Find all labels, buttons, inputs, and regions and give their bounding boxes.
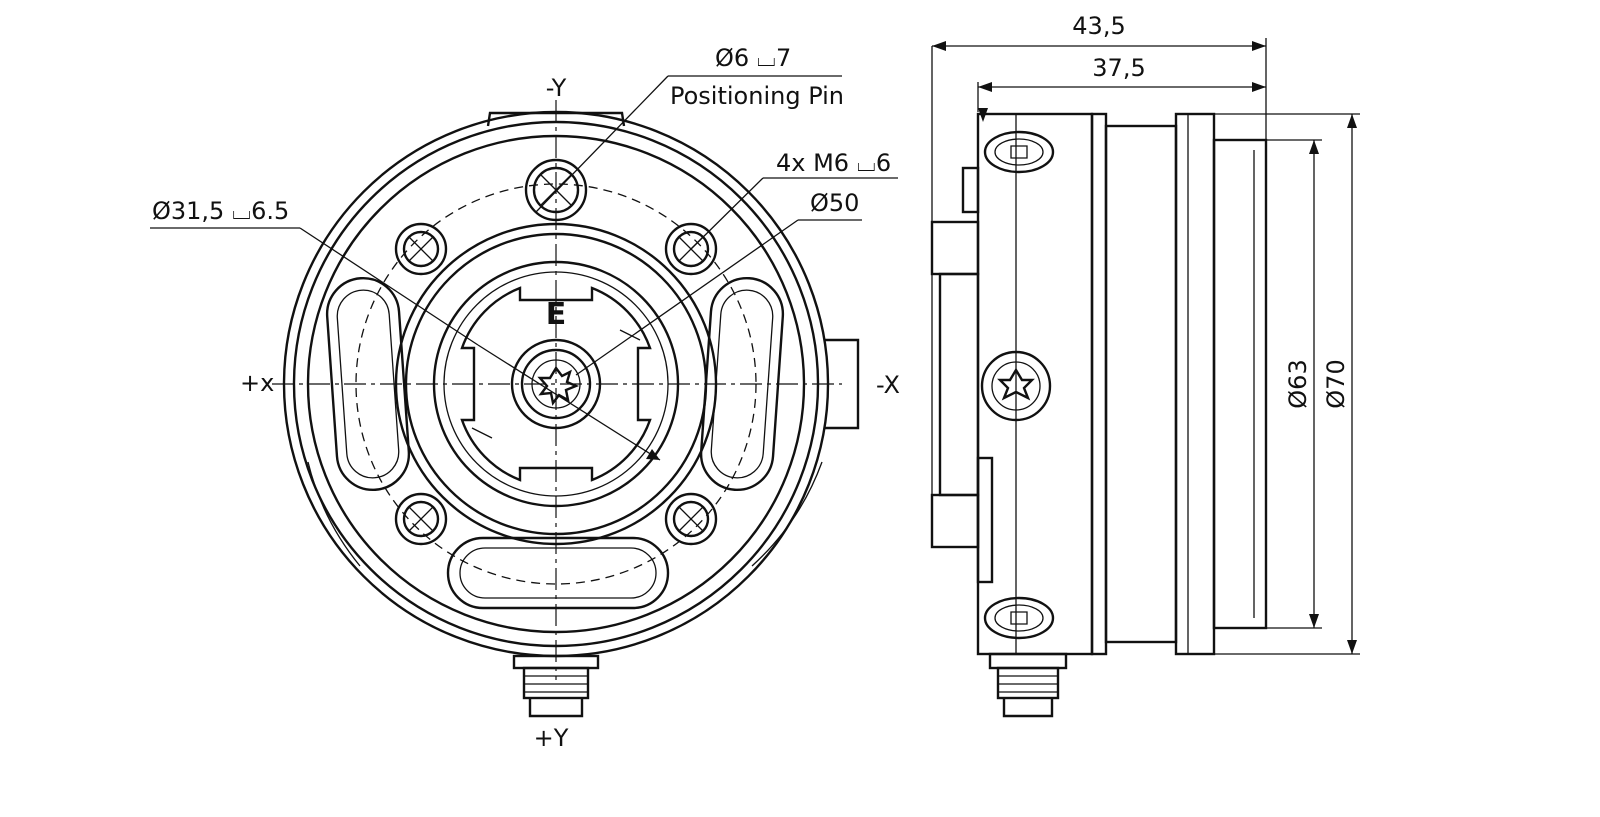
- flange-edge-right: [751, 461, 823, 567]
- flange-edge-left: [307, 461, 361, 567]
- m6-hole-bottom-right: [664, 492, 718, 546]
- body-rim: [1090, 112, 1108, 656]
- connector-plug: [512, 654, 600, 718]
- side-key: [976, 456, 994, 584]
- side-connector: [988, 652, 1068, 718]
- spindle: [520, 348, 592, 420]
- screw-top: [983, 130, 1055, 174]
- torx-icon: [997, 367, 1035, 401]
- leader-dia50: [575, 219, 799, 376]
- marking-e: E: [546, 297, 567, 332]
- arrow: [1309, 140, 1319, 154]
- side-tab-lower: [930, 493, 980, 549]
- spindle-inner: [531, 359, 581, 409]
- holes-dimension: 4x M6 ⌴6: [776, 149, 891, 177]
- leader-holes: [690, 177, 764, 250]
- dim-dia-70: Ø70: [1322, 359, 1350, 408]
- slot-bottom: [446, 536, 670, 610]
- arrow: [932, 41, 946, 51]
- cam-edge: [619, 329, 641, 341]
- pin-label: Positioning Pin: [670, 82, 844, 110]
- side-flange: [938, 272, 980, 497]
- side-tab-upper: [930, 220, 980, 276]
- hub-ring-outer: [394, 222, 718, 546]
- side-pin: [961, 166, 980, 214]
- hub-ring: [404, 232, 708, 536]
- leader-bore-2: [477, 344, 661, 461]
- dim-37-5: 37,5: [1092, 54, 1145, 82]
- chamfer-mark: [978, 108, 988, 122]
- torx-icon: [537, 365, 580, 406]
- hub-ring-innermost: [443, 271, 669, 497]
- dia50-dimension: Ø50: [810, 189, 859, 217]
- spindle-outer: [510, 338, 602, 430]
- bolt-circle: [355, 183, 757, 585]
- pin-dimension: Ø6 ⌴7: [715, 44, 791, 72]
- screw-middle: [980, 350, 1052, 422]
- m6-hole-bottom-left: [394, 492, 448, 546]
- outer-ring-inner: [292, 120, 820, 648]
- leader-pin: [535, 75, 669, 213]
- hub-ring-inner: [432, 260, 680, 508]
- side-view: 43,5 37,5: [930, 12, 1360, 718]
- arrow: [1252, 41, 1266, 51]
- main-body: [976, 112, 1094, 656]
- m6-hole-top-left: [394, 222, 448, 276]
- waist: [1104, 124, 1178, 644]
- cross-cam: [460, 286, 652, 482]
- axis-label-pos-y: +Y: [534, 724, 569, 752]
- cam-edge: [471, 427, 493, 439]
- axis-label-neg-y: -Y: [546, 74, 567, 102]
- arrow: [1347, 640, 1357, 654]
- axis-label-neg-x: -X: [876, 371, 900, 399]
- front-face: [1212, 138, 1268, 630]
- screw-bottom: [983, 596, 1055, 640]
- leader-bore-1: [299, 227, 479, 346]
- front-flange: [1174, 112, 1216, 656]
- right-tab: [824, 338, 860, 430]
- bore-dimension: Ø31,5 ⌴6.5: [152, 197, 289, 225]
- front-view: E -Y +Y +x -X Ø6 ⌴7 Positioning Pin 4x M…: [150, 44, 900, 752]
- arrow: [1347, 114, 1357, 128]
- leader-bore-arrow: [646, 449, 660, 460]
- axis-label-pos-x: +x: [240, 369, 274, 397]
- arrow: [1252, 82, 1266, 92]
- dim-43-5: 43,5: [1072, 12, 1125, 40]
- dim-dia-63: Ø63: [1284, 359, 1312, 408]
- arrow: [1309, 614, 1319, 628]
- positioning-pin: [524, 158, 588, 222]
- arrow: [978, 82, 992, 92]
- slot-left: [325, 276, 411, 492]
- housing-ring: [306, 134, 806, 634]
